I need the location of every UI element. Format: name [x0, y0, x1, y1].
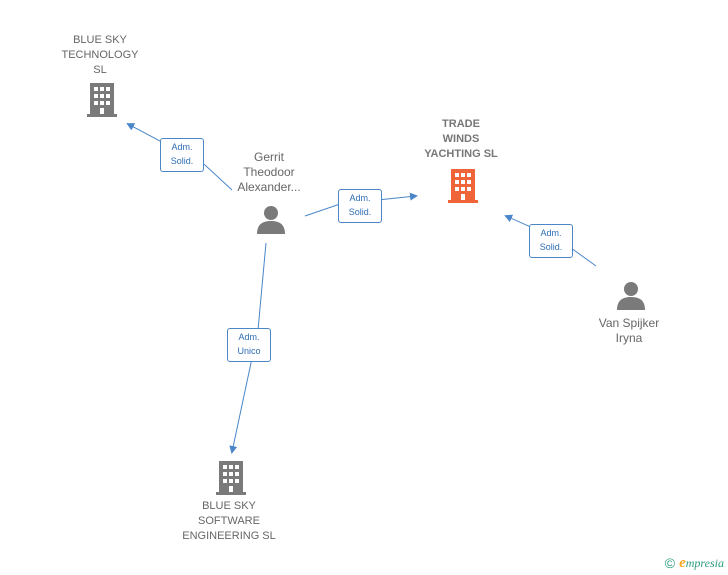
node-label-gerrit[interactable]: Gerrit Theodoor Alexander...: [224, 150, 314, 195]
edge-label-line: Solid.: [348, 207, 372, 217]
building-icon[interactable]: [448, 169, 478, 203]
copyright-icon: ©: [664, 555, 676, 571]
building-icon[interactable]: [216, 461, 246, 495]
label-line: Gerrit: [254, 150, 284, 164]
brand-logo[interactable]: empresia: [679, 555, 724, 572]
brand-initial: e: [679, 554, 686, 571]
label-line: ENGINEERING SL: [182, 530, 276, 542]
label-line: TECHNOLOGY: [61, 49, 139, 61]
label-line: YACHTING SL: [424, 148, 498, 160]
node-label-van-spijker[interactable]: Van Spijker Iryna: [584, 316, 674, 346]
label-line: Van Spijker: [598, 316, 660, 330]
label-line: SOFTWARE: [198, 515, 260, 527]
label-line: WINDS: [442, 133, 480, 145]
building-icon[interactable]: [87, 83, 117, 117]
footer-brand: © empresia: [664, 555, 724, 572]
edge-label-line: Adm.: [540, 228, 562, 238]
node-label-trade-winds[interactable]: TRADE WINDS YACHTING SL: [405, 117, 517, 162]
label-line: Iryna: [615, 331, 643, 345]
person-icon[interactable]: [257, 206, 285, 234]
brand-rest: mpresia: [685, 555, 724, 570]
edge-label-line: Adm.: [171, 142, 193, 152]
label-line: SL: [93, 64, 107, 76]
edge-label-line: Adm.: [349, 193, 371, 203]
edge-label-line: Solid.: [539, 242, 563, 252]
edge-label-line: Solid.: [170, 156, 194, 166]
edge-label-gerrit-blue-sky-technology[interactable]: Adm. Solid.: [160, 138, 204, 172]
label-line: Alexander...: [237, 180, 301, 194]
edge-label-van-spijker-trade-winds[interactable]: Adm. Solid.: [529, 224, 573, 258]
edge-label-line: Adm.: [238, 332, 260, 342]
edge-label-line: Unico: [237, 346, 261, 356]
person-icon[interactable]: [617, 282, 645, 310]
edge-label-gerrit-blue-sky-software[interactable]: Adm. Unico: [227, 328, 271, 362]
edge-label-gerrit-trade-winds[interactable]: Adm. Solid.: [338, 189, 382, 223]
edge-gerrit-blue-sky-technology: [126, 123, 233, 191]
label-line: TRADE: [442, 118, 480, 130]
node-label-blue-sky-software[interactable]: BLUE SKY SOFTWARE ENGINEERING SL: [169, 499, 289, 544]
node-label-blue-sky-technology[interactable]: BLUE SKY TECHNOLOGY SL: [50, 33, 150, 78]
label-line: BLUE SKY: [73, 34, 127, 46]
label-line: Theodoor: [243, 165, 295, 179]
label-line: BLUE SKY: [202, 500, 256, 512]
